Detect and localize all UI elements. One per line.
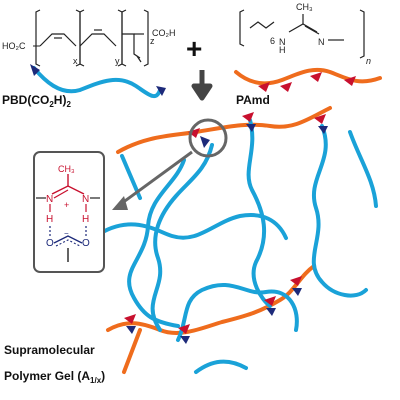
pamd-ch3: CH₃ — [296, 2, 313, 12]
crosslink-red-3 — [314, 114, 326, 124]
pbd-x-subscript: x — [73, 56, 78, 66]
network-pbd-chain-4 — [176, 283, 299, 342]
network-pbd-chain-7 — [120, 154, 142, 200]
pamd-site-4 — [344, 76, 356, 86]
crosslink-red-1 — [188, 128, 200, 138]
pbd-left-bracket — [35, 9, 41, 67]
pbd-z-subscript: z — [150, 36, 155, 46]
pbd-chain-end-right — [156, 86, 166, 96]
pbd-ho2c-label: HO₂C — [2, 41, 26, 51]
crosslink-red-7 — [290, 276, 302, 286]
crosslink-red-5 — [178, 324, 190, 334]
pamd-site-2 — [280, 82, 292, 92]
inset-n-left: N — [46, 194, 53, 205]
inset-n-right: N — [82, 194, 89, 205]
network-pbd-chain-8 — [348, 130, 378, 208]
inset-o-right: O — [82, 238, 90, 249]
inset-minus: − — [64, 229, 69, 238]
pbd-co2h-label: CO₂H — [152, 28, 176, 38]
inset-frame — [33, 151, 105, 273]
network-pamd-chain-bottom — [106, 264, 316, 335]
pamd-h: H — [279, 45, 286, 55]
crosslink-red-4 — [124, 314, 136, 324]
crosslink-blue-5 — [180, 336, 190, 344]
inset-plus: + — [64, 200, 69, 210]
crosslink-blue-4 — [126, 326, 136, 334]
pamd-n-left: N — [279, 37, 286, 47]
network-pbd-chain-3 — [94, 213, 288, 240]
network-pbd-chain-5 — [127, 158, 186, 328]
crosslink-red-2 — [242, 112, 254, 122]
network-pbd-chain-2 — [246, 118, 272, 308]
pamd-structure: 6 N H CH₃ N n — [239, 2, 371, 66]
pbd-y-subscript: y — [115, 56, 120, 66]
network-pamd-chain-bottom-tail — [122, 328, 142, 374]
network-pamd-chain-top — [116, 106, 332, 154]
inset-h-left: H — [46, 214, 53, 225]
inset-h-right: H — [82, 214, 89, 225]
crosslink-sites — [124, 112, 328, 344]
caption-line-2: Polymer Gel (A1/x) — [4, 369, 105, 385]
pamd-chain-sample — [234, 67, 382, 86]
pamd-site-3 — [310, 72, 322, 82]
pamd-site-1 — [258, 82, 270, 92]
pbd-structure: HO₂C x y z CO₂H — [2, 9, 176, 67]
crosslink-blue-2 — [246, 124, 256, 132]
crosslink-blue-3 — [318, 126, 328, 134]
crosslink-blue-6 — [266, 308, 276, 316]
network-pbd-chain-6 — [311, 124, 368, 298]
network-pbd-chain-9 — [194, 359, 248, 374]
plus-operator: + — [186, 33, 202, 64]
pamd-n-subscript: n — [366, 56, 371, 66]
pbd-label: PBD(CO2H)2 — [2, 93, 71, 109]
inset-o-left: O — [46, 238, 54, 249]
pbd-chain-end-left — [30, 64, 40, 76]
interaction-inset: CH₃ N N + H H O O − — [33, 151, 105, 273]
magnify-circle — [188, 118, 228, 158]
pbd-chain-sample — [32, 66, 162, 99]
crosslink-red-6 — [264, 296, 276, 306]
inset-ch3: CH₃ — [58, 164, 75, 174]
pamd-label: PAmd — [236, 93, 270, 107]
pbd-z-bracket — [143, 9, 149, 67]
crosslink-blue-7 — [292, 288, 302, 296]
reaction-arrow — [191, 70, 213, 101]
crosslink-blue-1 — [200, 136, 210, 148]
magnify-pointer — [117, 150, 193, 208]
caption-line-1: Supramolecular — [4, 343, 95, 357]
magnify-pointer-head — [112, 196, 128, 210]
pamd-n-right: N — [318, 37, 325, 47]
pamd-ch2-subscript: 6 — [270, 36, 275, 46]
